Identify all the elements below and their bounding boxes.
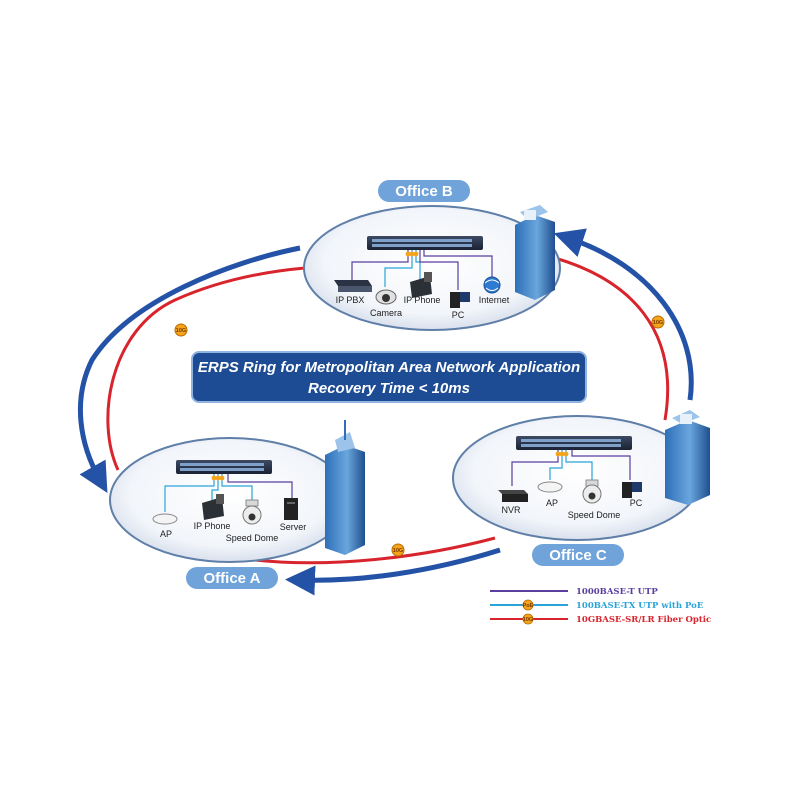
arrow-b-to-a bbox=[77, 245, 301, 494]
fiber-link-b-c bbox=[554, 256, 670, 421]
building-icon bbox=[325, 420, 365, 555]
device-label: IP Phone bbox=[194, 521, 231, 531]
access-point-icon bbox=[152, 513, 178, 525]
office-b-label-pill bbox=[378, 180, 470, 202]
server-icon bbox=[284, 498, 298, 520]
svg-text:100BASE-TX UTP with PoE: 100BASE-TX UTP with PoE bbox=[576, 601, 704, 611]
legend-item: 10G 10GBASE-SR/LR Fiber Optic bbox=[490, 613, 711, 625]
office-b-label: Office B bbox=[395, 183, 453, 200]
office-b: Office B bbox=[303, 180, 561, 331]
svg-text:10G: 10G bbox=[393, 548, 403, 554]
legend: 1000BASE-T UTP PoE 100BASE-TX UTP with P… bbox=[490, 587, 711, 625]
device-label: Camera bbox=[370, 308, 402, 318]
office-a: AP IP Phone Speed Dome Server Office A bbox=[109, 420, 365, 589]
building-icon bbox=[665, 410, 710, 505]
access-point-icon bbox=[537, 481, 563, 493]
svg-text:10G: 10G bbox=[653, 320, 663, 326]
device-label: IP Phone bbox=[404, 295, 441, 305]
device-label: AP bbox=[546, 498, 558, 508]
banner-title: ERPS Ring for Metropolitan Area Network … bbox=[198, 359, 580, 376]
recovery-arrows bbox=[77, 228, 694, 596]
camera-icon bbox=[375, 289, 397, 305]
office-c-oval bbox=[452, 415, 702, 541]
fiber-link-a-b bbox=[106, 266, 306, 471]
svg-text:PoE: PoE bbox=[523, 603, 534, 609]
ip-pbx-icon bbox=[334, 280, 372, 292]
office-a-label-pill bbox=[186, 567, 278, 589]
speed-dome-camera-icon bbox=[242, 499, 262, 525]
pc-icon bbox=[622, 482, 642, 498]
arrow-a-to-c bbox=[285, 547, 501, 596]
office-c-label: Office C bbox=[549, 547, 607, 564]
arrow-c-to-b bbox=[553, 228, 694, 401]
network-switch-icon bbox=[367, 236, 483, 250]
banner-subtitle: Recovery Time < 10ms bbox=[308, 380, 470, 397]
badge-10g-right: 10G bbox=[651, 315, 665, 329]
office-c-label-pill bbox=[532, 544, 624, 566]
fiber-badges: 10G 10G 10G bbox=[174, 315, 665, 557]
svg-text:1000BASE-T UTP: 1000BASE-T UTP bbox=[576, 587, 658, 597]
speed-dome-camera-icon bbox=[582, 479, 602, 504]
badge-10g-bottom: 10G bbox=[391, 543, 405, 557]
pc-icon bbox=[450, 292, 470, 308]
device-label: Speed Dome bbox=[226, 533, 279, 543]
fiber-ring bbox=[106, 256, 670, 565]
device-label: NVR bbox=[501, 505, 521, 515]
badge-10g-left: 10G bbox=[174, 323, 188, 337]
office-c: NVR AP Speed Dome PC Office C bbox=[452, 410, 710, 566]
legend-item: PoE 100BASE-TX UTP with PoE bbox=[490, 599, 704, 611]
device-label: PC bbox=[630, 498, 643, 508]
device-label: AP bbox=[160, 529, 172, 539]
building-icon bbox=[515, 205, 555, 300]
office-a-label: Office A bbox=[204, 570, 261, 587]
office-a-oval bbox=[109, 437, 351, 563]
ip-phone-icon bbox=[410, 272, 432, 298]
legend-item: 1000BASE-T UTP bbox=[490, 587, 658, 597]
internet-globe-icon bbox=[483, 276, 501, 294]
svg-text:10GBASE-SR/LR Fiber Optic: 10GBASE-SR/LR Fiber Optic bbox=[576, 615, 711, 625]
device-label: PC bbox=[452, 310, 465, 320]
device-label: Speed Dome bbox=[568, 510, 621, 520]
title-banner: ERPS Ring for Metropolitan Area Network … bbox=[191, 351, 587, 403]
svg-text:10G: 10G bbox=[176, 328, 186, 334]
nvr-icon bbox=[498, 490, 528, 502]
device-label: Server bbox=[280, 522, 307, 532]
ip-phone-icon bbox=[202, 494, 224, 520]
device-label: IP PBX bbox=[336, 295, 365, 305]
fiber-link-a-c bbox=[254, 536, 496, 565]
device-label: Internet bbox=[479, 295, 510, 305]
svg-text:10G: 10G bbox=[523, 617, 533, 623]
network-switch-icon bbox=[176, 460, 272, 474]
network-switch-icon bbox=[516, 436, 632, 450]
